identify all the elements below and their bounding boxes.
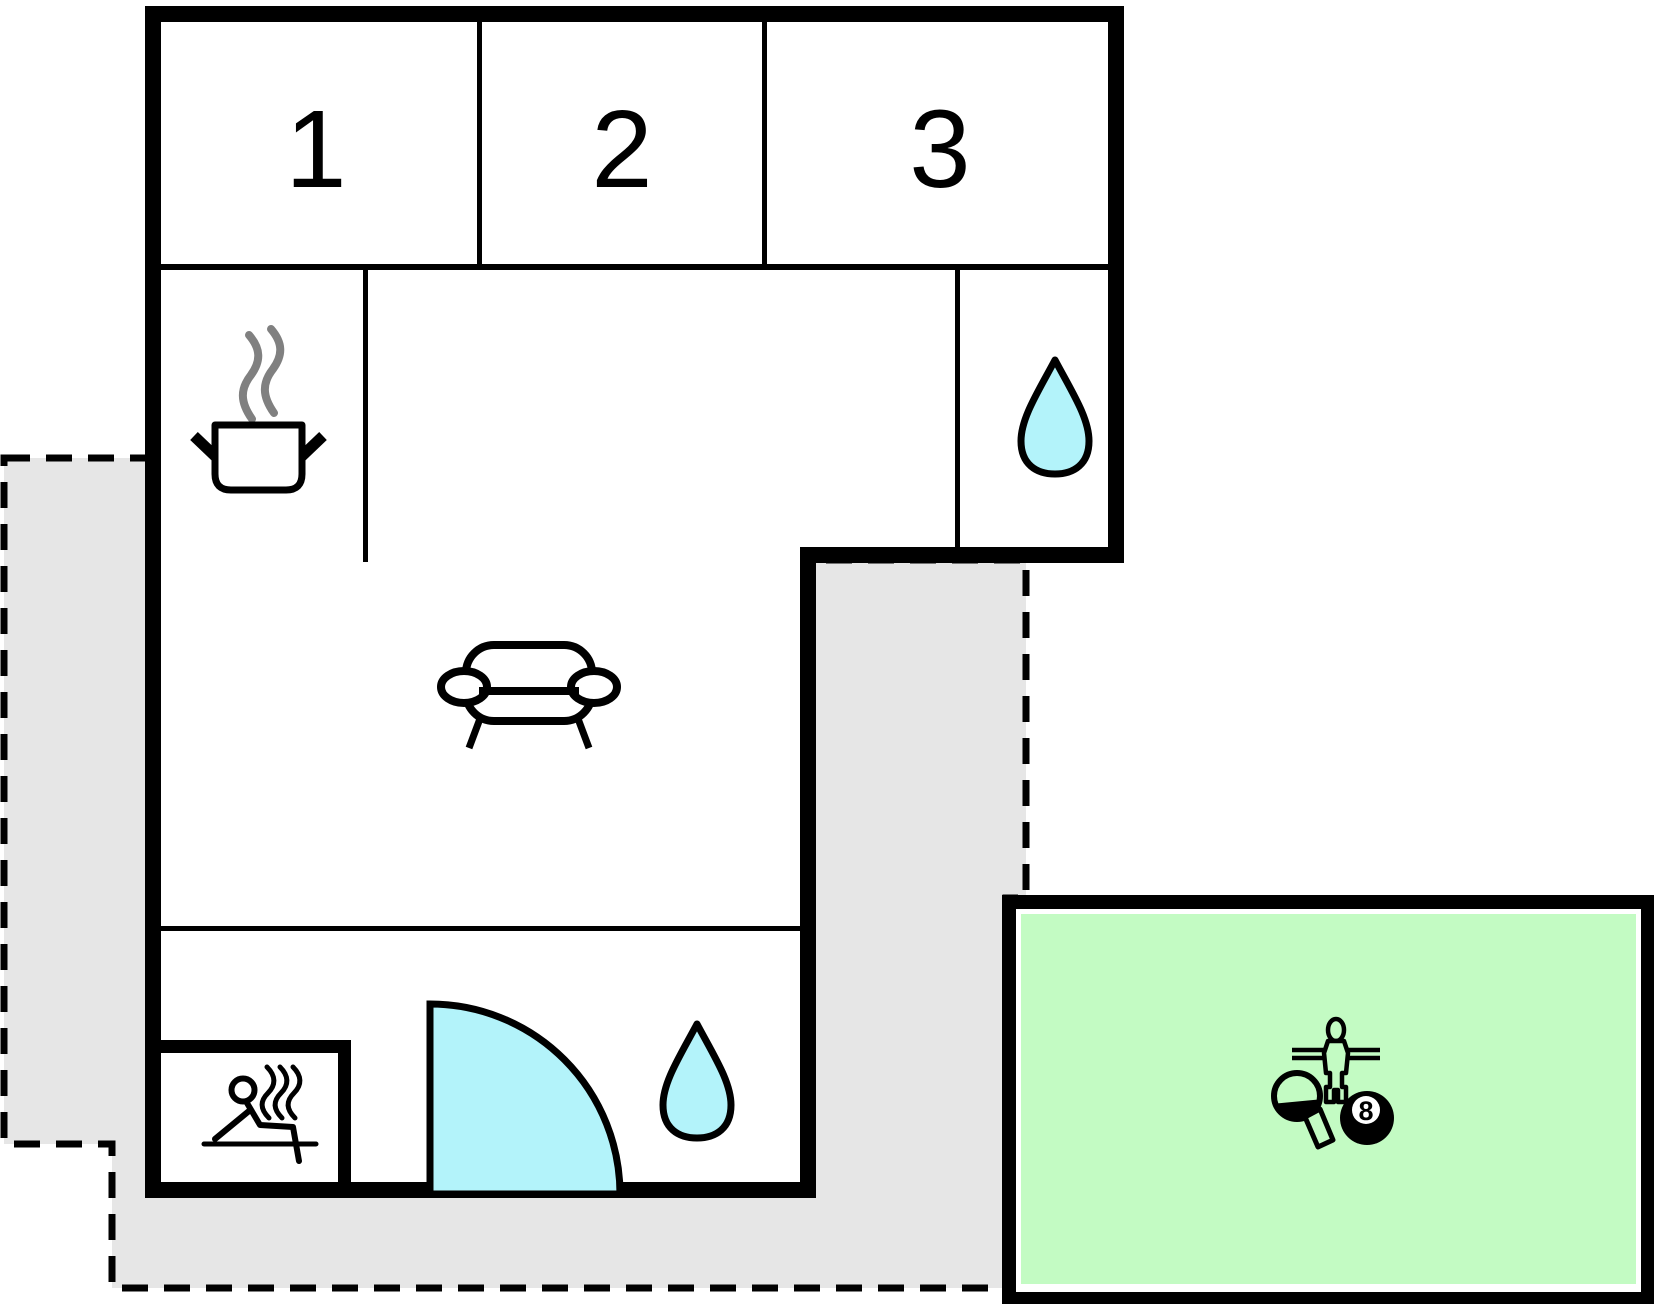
pot-body — [211, 421, 306, 494]
sauna-steam-icon — [259, 1064, 277, 1121]
foosball-player-head — [1325, 1016, 1347, 1044]
steam-icon — [238, 331, 263, 423]
wall-divider-room1-room2 — [477, 22, 482, 264]
wall-sauna-top — [161, 1040, 351, 1053]
sauna-person-icon — [201, 1064, 319, 1164]
wall-left — [145, 6, 161, 1198]
wall-sauna-right — [338, 1040, 351, 1198]
wall-divider-room2-room3 — [762, 22, 767, 264]
paddle-handle — [1302, 1106, 1336, 1150]
door-swing-icon — [426, 1000, 624, 1198]
games-room: 8 — [1002, 895, 1654, 1304]
wall-step-vertical — [800, 547, 816, 1198]
cooking-pot-icon — [190, 325, 327, 494]
foosball-player-icon — [1292, 1016, 1380, 1105]
sauna-person-arm — [212, 1108, 252, 1142]
eight-ball-circle — [1352, 1096, 1380, 1124]
sauna-steam-icon — [272, 1064, 290, 1121]
eight-ball-number: 8 — [1358, 1096, 1373, 1126]
steam-icon — [260, 325, 285, 417]
room-1-label: 1 — [285, 88, 346, 211]
wall-right-upper — [1108, 6, 1124, 563]
wall-bathroom-bottom — [800, 547, 1124, 563]
wall-top — [145, 6, 1124, 22]
water-drop-icon — [1017, 356, 1093, 478]
room-3-label: 3 — [909, 88, 970, 211]
sauna-person-head — [228, 1075, 258, 1105]
room-2-label: 2 — [591, 88, 652, 211]
eight-ball-icon: 8 — [1340, 1091, 1394, 1145]
table-tennis-paddle-icon — [1271, 1070, 1336, 1150]
foosball-player-body — [1321, 1038, 1351, 1105]
wall-hallway — [161, 926, 800, 931]
wall-kitchen-divider — [363, 270, 368, 562]
wall-bedrooms-floor — [161, 264, 1108, 270]
sauna-steam-icon — [285, 1064, 303, 1121]
wall-bathroom-left — [955, 270, 960, 547]
building-upper-interior — [145, 6, 1124, 563]
sofa-icon — [437, 641, 621, 750]
water-drop-icon — [659, 1020, 735, 1142]
